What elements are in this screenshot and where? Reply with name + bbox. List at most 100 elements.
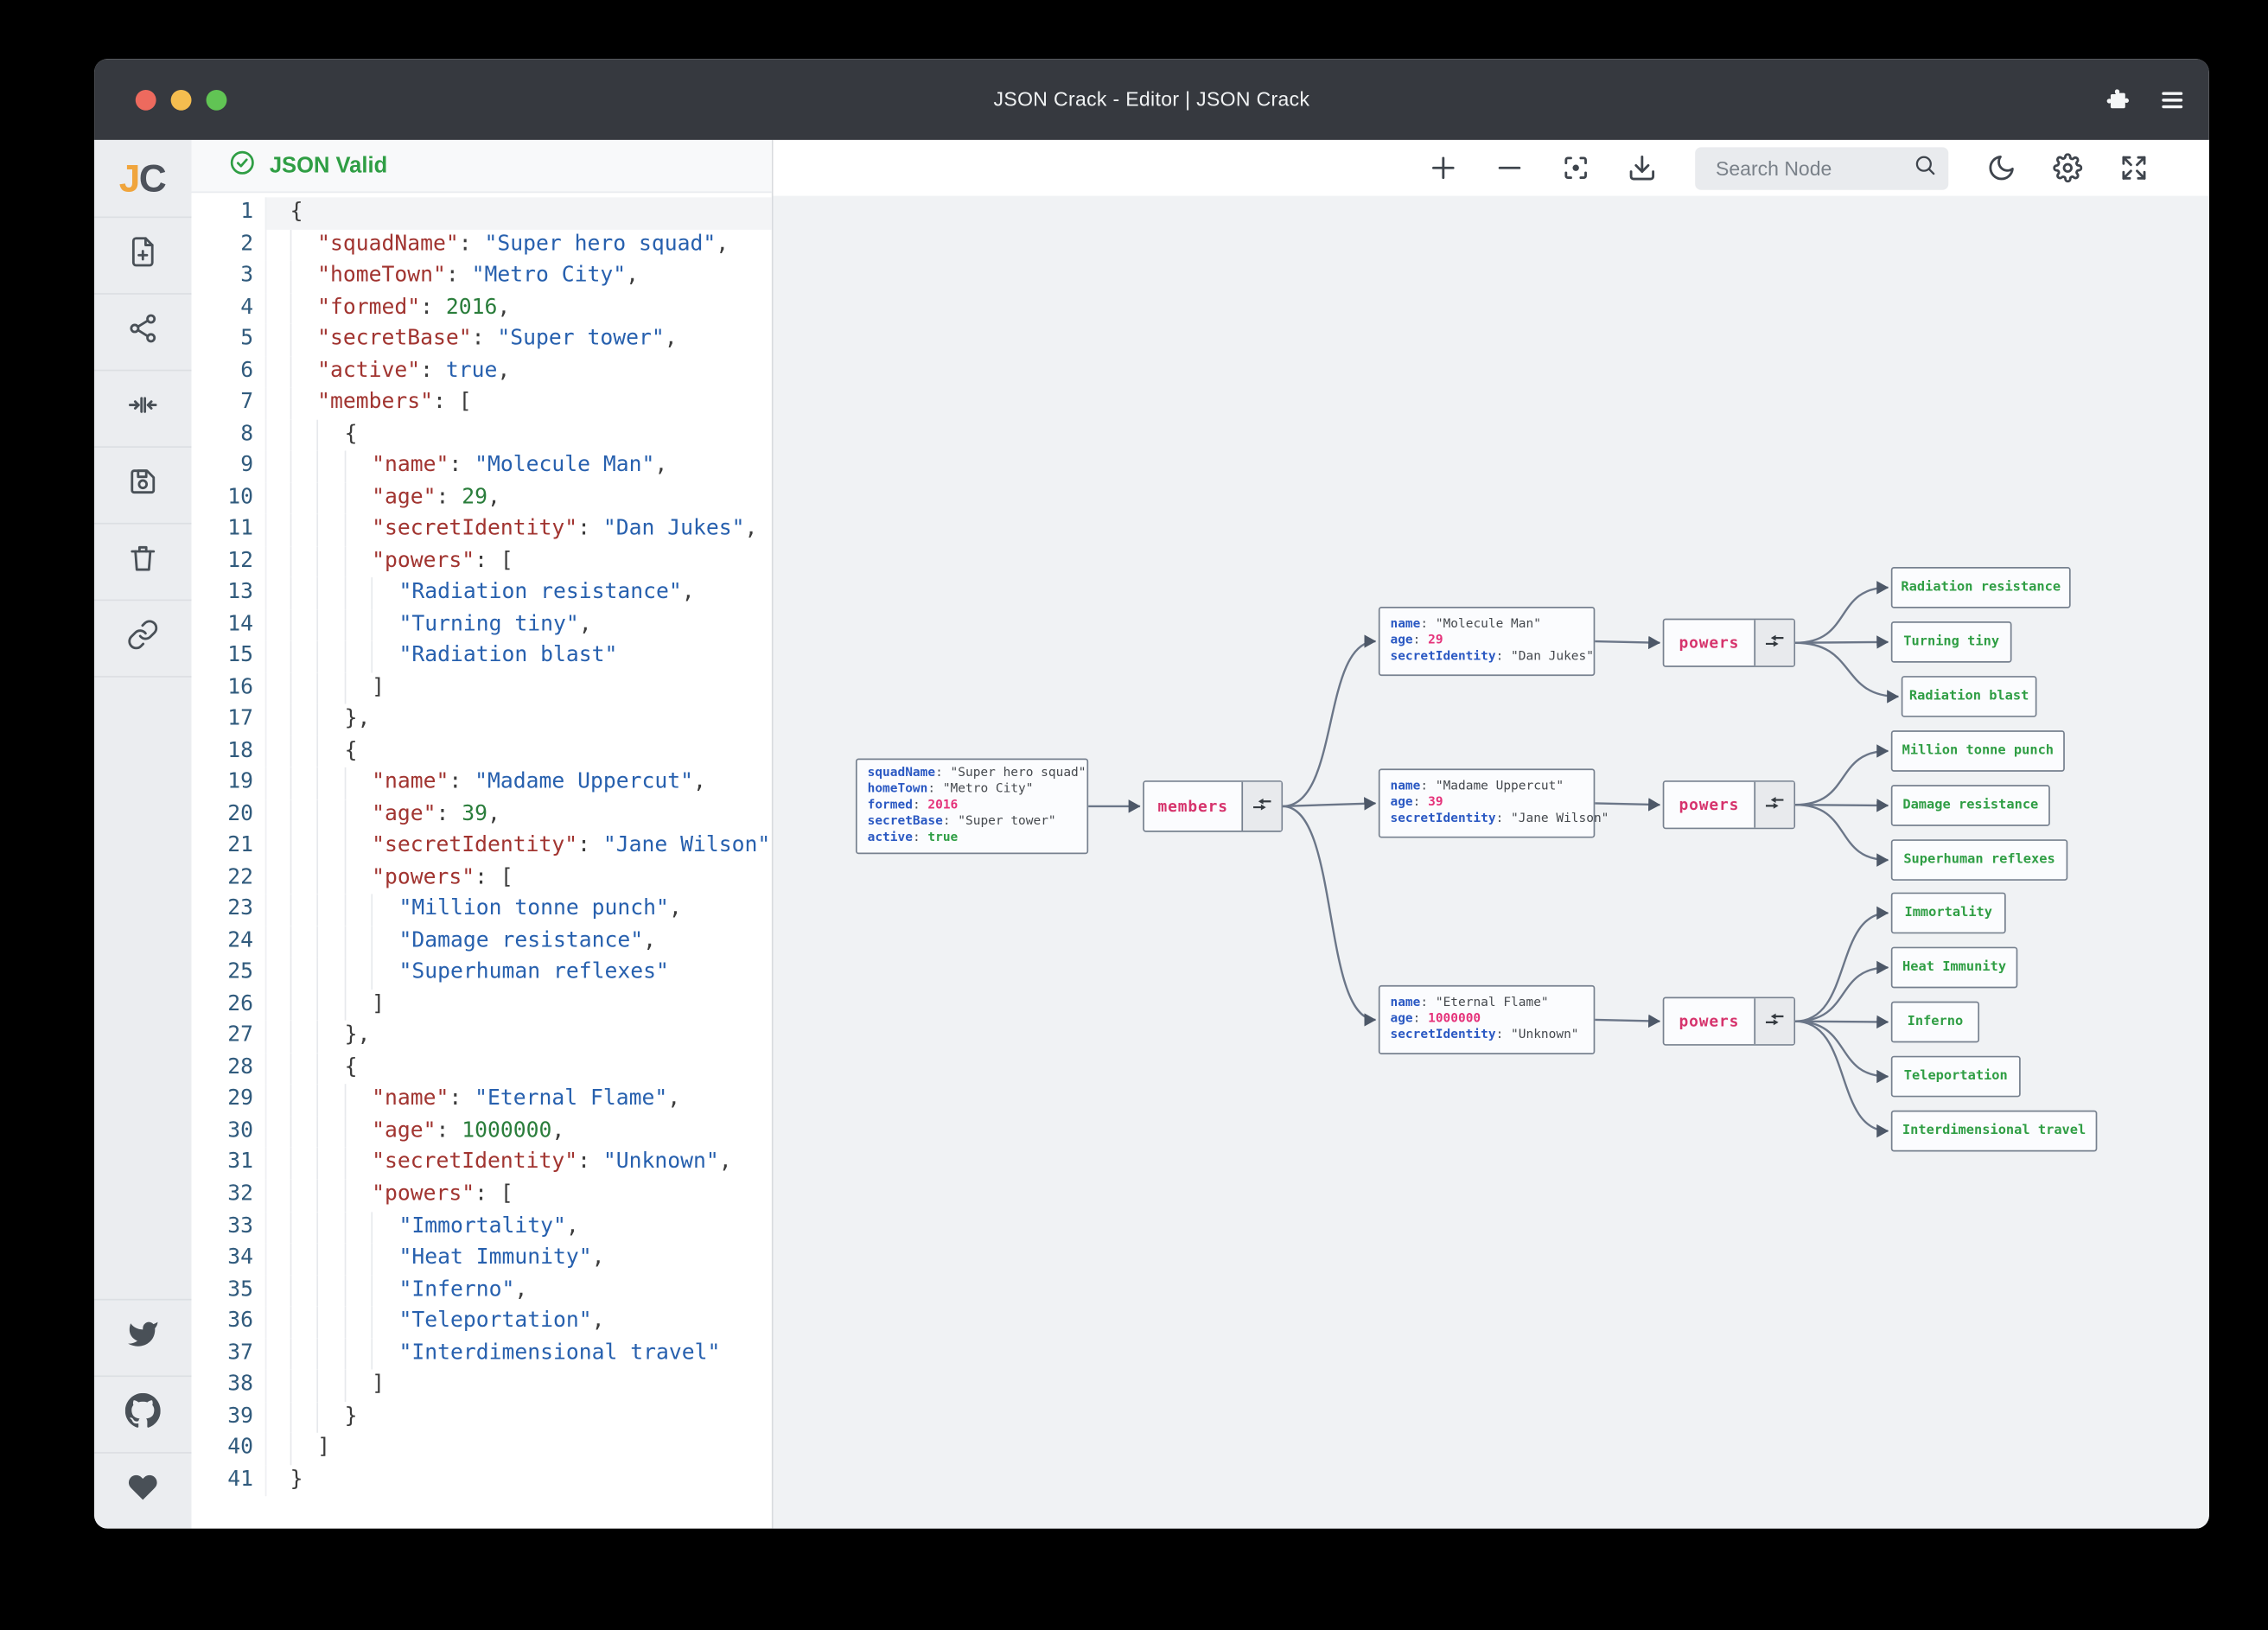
editor-line[interactable]: 32 "powers": [ [192, 1179, 772, 1212]
sponsor-button[interactable] [94, 1452, 192, 1529]
editor-line[interactable]: 38 ] [192, 1369, 772, 1402]
leaf-value: Interdimensional travel [1902, 1124, 2086, 1139]
editor-line[interactable]: 21 "secretIdentity": "Jane Wilson", [192, 831, 772, 863]
editor-line[interactable]: 3 "homeTown": "Metro City", [192, 260, 772, 293]
line-number: 9 [240, 454, 254, 478]
graph-node-l33[interactable]: Inferno [1890, 1001, 1980, 1043]
graph-node-l35[interactable]: Interdimensional travel [1890, 1110, 2098, 1152]
close-window-button[interactable] [135, 89, 156, 110]
editor-line[interactable]: 1{ [192, 197, 772, 229]
editor-line[interactable]: 8 { [192, 418, 772, 451]
editor-line[interactable]: 16 ] [192, 672, 772, 704]
graph-toolbar [773, 139, 2209, 196]
editor-line[interactable]: 4 "formed": 2016, [192, 292, 772, 324]
new-file-button[interactable] [94, 218, 192, 295]
graph-node-l13[interactable]: Radiation blast [1901, 676, 2037, 717]
graph-node-l22[interactable]: Damage resistance [1890, 785, 2050, 826]
editor-line[interactable]: 26 ] [192, 989, 772, 1022]
editor-line[interactable]: 19 "name": "Madame Uppercut", [192, 767, 772, 799]
editor-line[interactable]: 20 "age": 39, [192, 799, 772, 831]
minimize-window-button[interactable] [170, 89, 192, 110]
json-editor-panel: JSON Valid 1{2 "squadName": "Super hero … [191, 139, 774, 1529]
editor-line[interactable]: 24 "Damage resistance", [192, 926, 772, 958]
editor-line[interactable]: 2 "squadName": "Super hero squad", [192, 228, 772, 261]
editor-line[interactable]: 10 "age": 29, [192, 482, 772, 514]
editor-line[interactable]: 22 "powers": [ [192, 863, 772, 895]
browser-menu-icon[interactable] [2157, 83, 2188, 115]
collapse-node-button[interactable] [1754, 998, 1794, 1045]
graph-node-root[interactable]: squadName: "Super hero squad"homeTown: "… [855, 758, 1089, 855]
collapse-node-button[interactable] [1754, 620, 1794, 666]
graph-edge [1795, 1020, 1889, 1084]
save-button[interactable] [94, 448, 192, 525]
editor-line[interactable]: 6 "active": true, [192, 355, 772, 388]
line-number: 12 [227, 548, 254, 573]
collapse-node-button[interactable] [1754, 781, 1794, 828]
graph-node-p1[interactable]: powers [1662, 618, 1796, 667]
editor-line[interactable]: 33 "Immortality", [192, 1211, 772, 1244]
editor-line[interactable]: 29 "name": "Eternal Flame", [192, 1084, 772, 1117]
maximize-window-button[interactable] [206, 89, 227, 110]
delete-button[interactable] [94, 525, 192, 602]
fullscreen-button[interactable] [2118, 152, 2150, 184]
editor-line[interactable]: 37 "Interdimensional travel" [192, 1338, 772, 1370]
download-image-button[interactable] [1626, 152, 1658, 184]
graph-node-l23[interactable]: Superhuman reflexes [1890, 839, 2068, 881]
graph-view-button[interactable] [94, 295, 192, 372]
graph-node-l12[interactable]: Turning tiny [1890, 621, 2012, 663]
editor-line[interactable]: 9 "name": "Molecule Man", [192, 450, 772, 483]
editor-line[interactable]: 36 "Teleportation", [192, 1306, 772, 1339]
editor-line[interactable]: 15 "Radiation blast" [192, 640, 772, 673]
collapse-arrows-icon [1764, 629, 1785, 657]
editor-line[interactable]: 14 "Turning tiny", [192, 608, 772, 641]
editor-line[interactable]: 11 "secretIdentity": "Dan Jukes", [192, 513, 772, 546]
graph-node-members[interactable]: members [1143, 780, 1284, 832]
graph-node-l11[interactable]: Radiation resistance [1890, 567, 2071, 608]
heart-icon [127, 1471, 159, 1511]
dark-mode-toggle[interactable] [1985, 152, 2017, 184]
share-link-button[interactable] [94, 601, 192, 678]
zoom-in-button[interactable] [1427, 152, 1459, 184]
graph-node-l21[interactable]: Million tonne punch [1890, 730, 2065, 772]
editor-line[interactable]: 5 "secretBase": "Super tower", [192, 323, 772, 356]
github-button[interactable] [94, 1375, 192, 1452]
graph-node-l32[interactable]: Heat Immunity [1890, 946, 2018, 989]
collapse-node-button[interactable] [1241, 781, 1282, 831]
editor-line[interactable]: 18 { [192, 735, 772, 768]
code-editor[interactable]: 1{2 "squadName": "Super hero squad",3 "h… [192, 193, 772, 1528]
editor-line[interactable]: 40 ] [192, 1433, 772, 1465]
graph-node-l34[interactable]: Teleportation [1890, 1055, 2021, 1098]
editor-line[interactable]: 13 "Radiation resistance", [192, 577, 772, 609]
editor-line[interactable]: 23 "Million tonne punch", [192, 894, 772, 926]
twitter-button[interactable] [94, 1298, 192, 1376]
editor-line[interactable]: 31 "secretIdentity": "Unknown", [192, 1148, 772, 1180]
editor-line[interactable]: 17 }, [192, 704, 772, 736]
editor-line[interactable]: 39 } [192, 1401, 772, 1434]
graph-node-p3[interactable]: powers [1662, 996, 1796, 1046]
graph-node-l31[interactable]: Immortality [1890, 892, 2006, 934]
editor-line[interactable]: 34 "Heat Immunity", [192, 1243, 772, 1275]
editor-line[interactable]: 27 }, [192, 1021, 772, 1054]
settings-button[interactable] [2052, 152, 2084, 184]
editor-line[interactable]: 41} [192, 1464, 772, 1497]
editor-line[interactable]: 7 "members": [ [192, 387, 772, 419]
extensions-puzzle-icon[interactable] [2100, 83, 2132, 115]
line-number: 34 [227, 1245, 254, 1270]
editor-line[interactable]: 28 { [192, 1053, 772, 1085]
editor-line[interactable]: 30 "age": 1000000, [192, 1116, 772, 1149]
graph-node-p2[interactable]: powers [1662, 780, 1796, 830]
graph-canvas[interactable]: squadName: "Super hero squad"homeTown: "… [773, 195, 2209, 1529]
editor-line[interactable]: 25 "Superhuman reflexes" [192, 958, 772, 990]
zoom-out-button[interactable] [1494, 152, 1526, 184]
editor-line[interactable]: 35 "Inferno", [192, 1274, 772, 1307]
editor-line[interactable]: 12 "powers": [ [192, 545, 772, 578]
graph-edge [1795, 906, 1889, 1022]
center-view-button[interactable] [1559, 152, 1591, 184]
search-node-input[interactable] [1712, 155, 1914, 181]
graph-edges [1088, 581, 1900, 1138]
compress-json-button[interactable] [94, 371, 192, 448]
